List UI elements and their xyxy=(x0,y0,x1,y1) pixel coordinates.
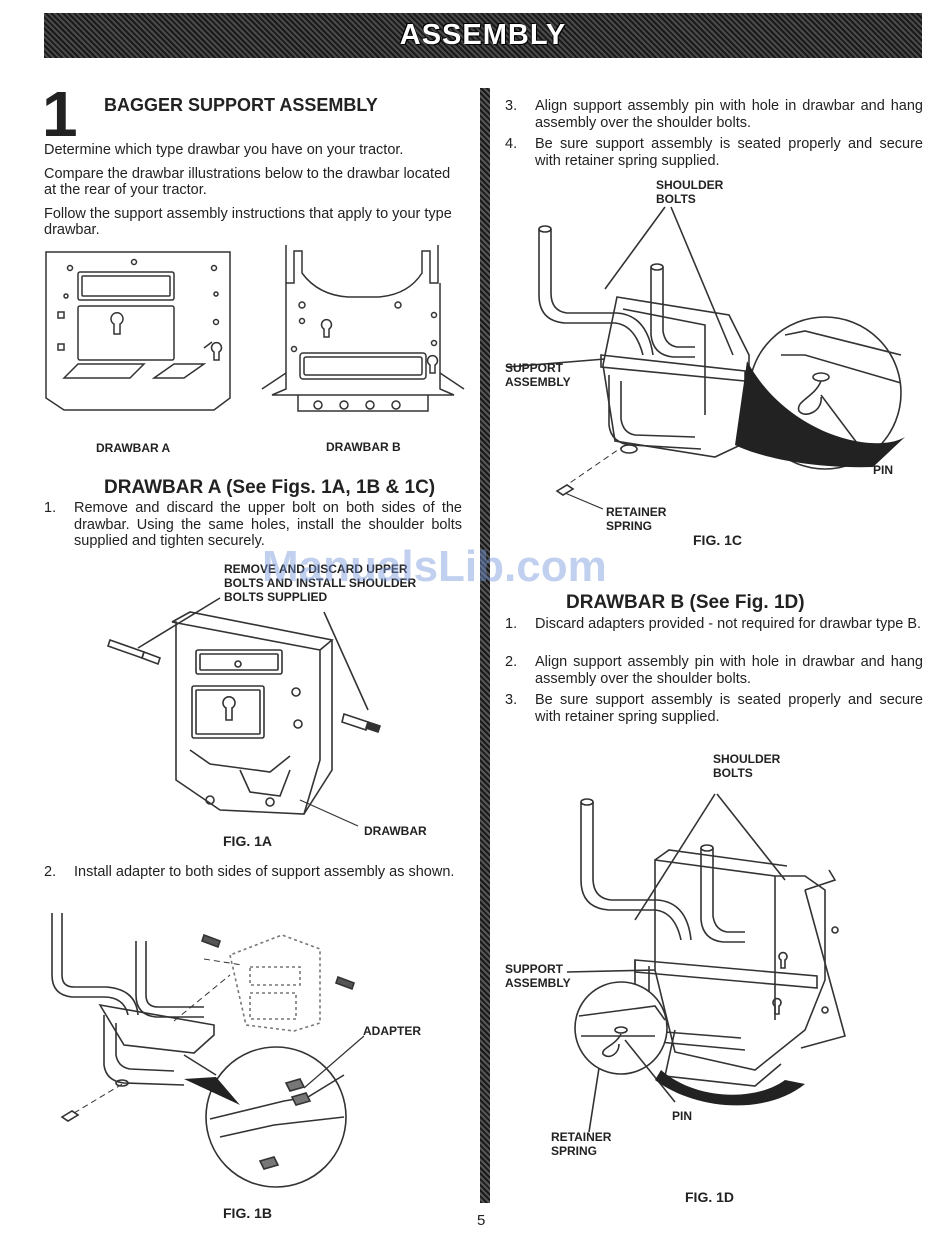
fig1c-support-assembly-label: SUPPORT ASSEMBLY xyxy=(505,361,571,389)
watermark: ManualsLib.com xyxy=(262,542,607,591)
column-divider xyxy=(480,88,490,1203)
fig1b-caption: FIG. 1B xyxy=(223,1205,273,1221)
fig1d-illustration xyxy=(566,793,846,1133)
fig1d-retainer-spring-label: RETAINER SPRING xyxy=(551,1130,612,1158)
header-banner: ASSEMBLY xyxy=(44,13,922,58)
fig1a-drawbar-label: DRAWBAR xyxy=(364,824,427,838)
list-number: 1. xyxy=(44,500,57,516)
drawbar-b-illustration xyxy=(261,245,465,412)
fig1d-support-assembly-label: SUPPORT ASSEMBLY xyxy=(505,962,571,990)
list-item: 3. Be sure support assembly is seated pr… xyxy=(505,692,923,726)
intro-paragraph: Determine which type drawbar you have on… xyxy=(44,142,404,158)
list-item: 3. Align support assembly pin with hole … xyxy=(505,98,923,132)
step-number: 1 xyxy=(42,78,78,150)
list-number: 1. xyxy=(505,616,518,632)
list-item: 1. Discard adapters provided - not requi… xyxy=(505,616,923,650)
fig1c-shoulder-bolts-label: SHOULDER BOLTS xyxy=(656,178,724,206)
fig1a-illustration xyxy=(106,597,382,815)
page-number: 5 xyxy=(477,1212,486,1229)
list-item: 2. Install adapter to both sides of supp… xyxy=(44,864,462,898)
list-text: Align support assembly pin with hole in … xyxy=(535,654,923,687)
fig1b-leader xyxy=(303,1035,365,1089)
fig1c-caption: FIG. 1C xyxy=(693,532,743,548)
list-item: 1. Remove and discard the upper bolt on … xyxy=(44,500,462,552)
list-number: 3. xyxy=(505,98,518,114)
intro-paragraph: Compare the drawbar illustrations below … xyxy=(44,165,451,199)
intro-text: Determine which type drawbar you have on… xyxy=(44,142,462,239)
section-title: BAGGER SUPPORT ASSEMBLY xyxy=(104,95,378,115)
fig1d-shoulder-bolts-label: SHOULDER BOLTS xyxy=(713,752,781,780)
fig1c-pin-label: PIN xyxy=(873,463,894,477)
fig1b-adapter-label: ADAPTER xyxy=(363,1024,422,1038)
fig1b-illustration xyxy=(51,913,356,1188)
list-number: 2. xyxy=(44,864,57,880)
drawbar-a-label: DRAWBAR A xyxy=(96,441,171,455)
fig1a-caption: FIG. 1A xyxy=(223,833,273,849)
fig1d-caption: FIG. 1D xyxy=(685,1189,735,1205)
list-text: Install adapter to both sides of support… xyxy=(74,864,455,880)
fig1a-leader xyxy=(299,799,359,827)
list-text: Be sure support assembly is seated prope… xyxy=(535,692,923,725)
list-text: Discard adapters provided - not required… xyxy=(535,616,922,632)
drawbar-a-illustration xyxy=(45,251,231,411)
fig1c-retainer-spring-label: RETAINER SPRING xyxy=(606,505,667,533)
list-text: Be sure support assembly is seated prope… xyxy=(535,136,923,169)
fig1a-callout: REMOVE AND DISCARD UPPER BOLTS AND INSTA… xyxy=(224,562,417,604)
intro-paragraph: Follow the support assembly instructions… xyxy=(44,205,452,239)
fig1c-illustration xyxy=(506,206,905,510)
drawbar-b-label: DRAWBAR B xyxy=(326,440,401,454)
drawbar-b-heading: DRAWBAR B (See Fig. 1D) xyxy=(566,592,805,613)
list-item: 2. Align support assembly pin with hole … xyxy=(505,654,923,688)
list-number: 3. xyxy=(505,692,518,708)
fig1d-pin-label: PIN xyxy=(672,1109,693,1123)
list-number: 4. xyxy=(505,136,518,152)
list-number: 2. xyxy=(505,654,518,670)
page-title: ASSEMBLY xyxy=(399,19,567,51)
list-text: Remove and discard the upper bolt on bot… xyxy=(74,500,462,549)
list-text: Align support assembly pin with hole in … xyxy=(535,98,923,131)
list-item: 4. Be sure support assembly is seated pr… xyxy=(505,136,923,170)
drawbar-a-heading: DRAWBAR A (See Figs. 1A, 1B & 1C) xyxy=(104,477,436,498)
